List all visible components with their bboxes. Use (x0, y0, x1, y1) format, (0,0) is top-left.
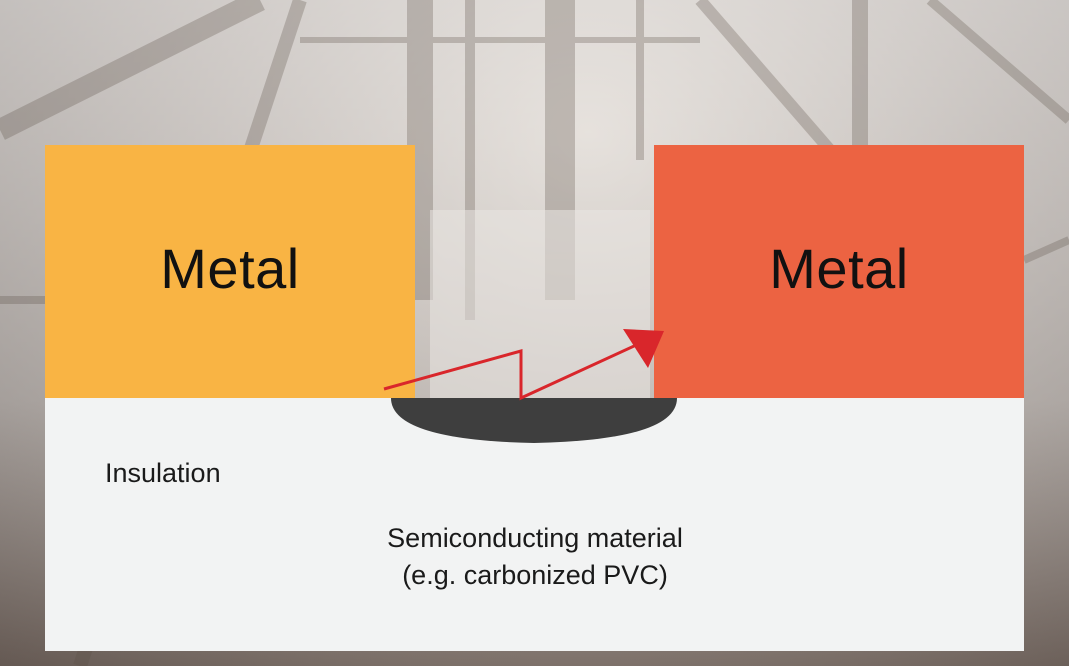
leakage-current-arrow (383, 339, 646, 401)
semiconducting-line-1: Semiconducting material (387, 523, 683, 553)
metal-label-left: Metal (160, 237, 300, 300)
semiconducting-material-label: Semiconducting material (e.g. carbonized… (335, 520, 735, 594)
metal-block-right: Metal (654, 145, 1024, 398)
semiconducting-line-2: (e.g. carbonized PVC) (402, 560, 668, 590)
insulation-label: Insulation (105, 458, 221, 488)
metal-block-left: Metal (45, 145, 415, 398)
metal-label-right: Metal (769, 237, 909, 300)
carbon-deposit (391, 398, 677, 443)
arrow-head (623, 329, 664, 368)
